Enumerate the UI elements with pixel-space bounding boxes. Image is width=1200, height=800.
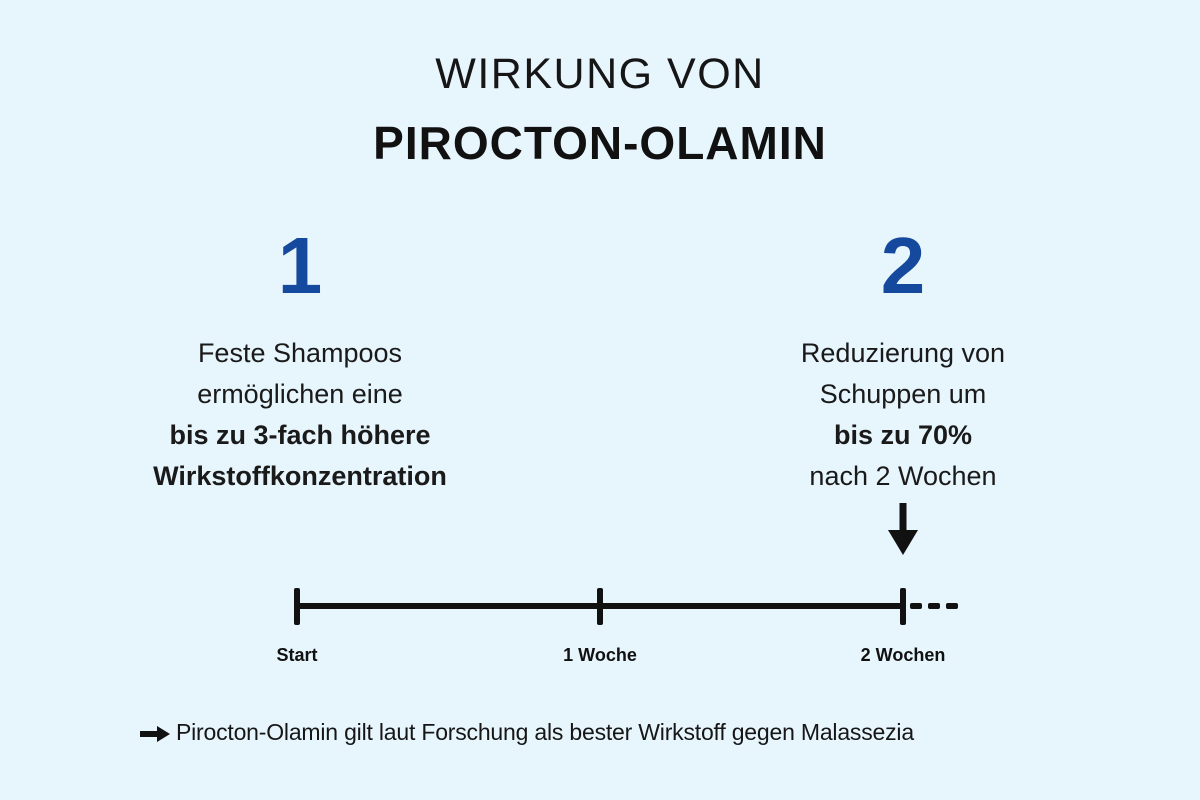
step-1-line-4: Wirkstoffkonzentration — [153, 461, 447, 491]
step-2-line-2: Schuppen um — [819, 379, 987, 409]
step-1-text: Feste Shampoos ermöglichen eine bis zu 3… — [100, 333, 500, 497]
page-title-line1: WIRKUNG VON — [435, 50, 765, 98]
timeline-dash-2 — [928, 603, 940, 609]
timeline-tick-2-wochen — [900, 588, 906, 625]
step-1-line-1: Feste Shampoos — [197, 338, 403, 368]
timeline-label-1-woche: 1 Woche — [563, 645, 637, 665]
timeline-label-start: Start — [276, 645, 318, 665]
timeline-dash-1 — [910, 603, 922, 609]
timeline-label-2-wochen: 2 Wochen — [860, 645, 946, 665]
step-1-number: 1 — [277, 221, 323, 310]
step-2-line-3: bis zu 70% — [833, 420, 973, 450]
step-2-text: Reduzierung von Schuppen um bis zu 70% n… — [703, 333, 1103, 497]
step-1-line-2: ermöglichen eine — [197, 379, 403, 409]
timeline-dash-3 — [946, 603, 958, 609]
footnote-text: Pirocton-Olamin gilt laut Forschung als … — [176, 719, 914, 745]
page-title-line2: PIROCTON-OLAMIN — [373, 117, 827, 169]
timeline-tick-start — [294, 588, 300, 625]
step-2-line-4: nach 2 Wochen — [809, 461, 997, 491]
timeline-tick-1-woche — [597, 588, 603, 625]
step-1-line-3: bis zu 3-fach höhere — [169, 420, 431, 450]
arrow-right-icon — [140, 726, 170, 742]
step-2-line-1: Reduzierung von — [800, 338, 1006, 368]
step-2-number: 2 — [880, 221, 926, 310]
arrow-down-icon — [888, 503, 918, 555]
